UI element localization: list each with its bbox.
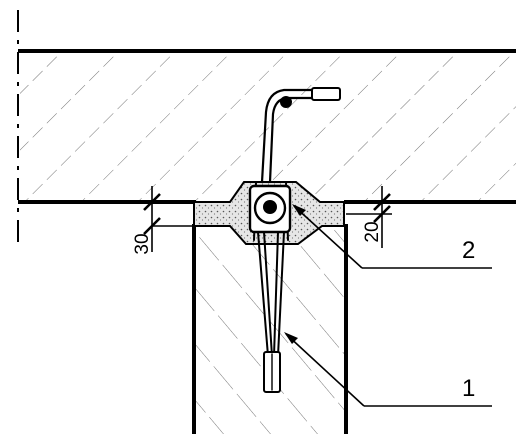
hinge-pin	[263, 200, 277, 214]
bend-pin	[280, 96, 292, 108]
dimension-right	[346, 186, 392, 248]
dim-left-tick-top	[143, 193, 161, 211]
lower-strand-d	[277, 231, 285, 357]
anchor-connector	[248, 87, 341, 393]
callout-1-label: 1	[462, 375, 475, 402]
slab	[18, 49, 516, 204]
leader-2-arrow	[292, 204, 306, 216]
lower-strand-b	[263, 231, 273, 357]
lower-strand-a	[257, 231, 269, 357]
dim-right-tick-top	[373, 193, 391, 211]
slab-hatch	[20, 51, 516, 202]
leader-1-arrow	[284, 332, 298, 344]
upper-anchor-end	[311, 87, 341, 101]
leader-1-line	[285, 333, 365, 407]
leader-1	[284, 332, 492, 407]
leader-2-line	[293, 205, 363, 269]
dimension-left-label: 30	[132, 233, 153, 254]
dimension-left	[143, 186, 196, 252]
leader-2	[292, 204, 492, 269]
upper-anchor-bar	[260, 88, 338, 184]
callout-2-label: 2	[462, 237, 475, 264]
dimension-right-label: 20	[362, 221, 383, 242]
lower-strand-c	[273, 231, 279, 357]
